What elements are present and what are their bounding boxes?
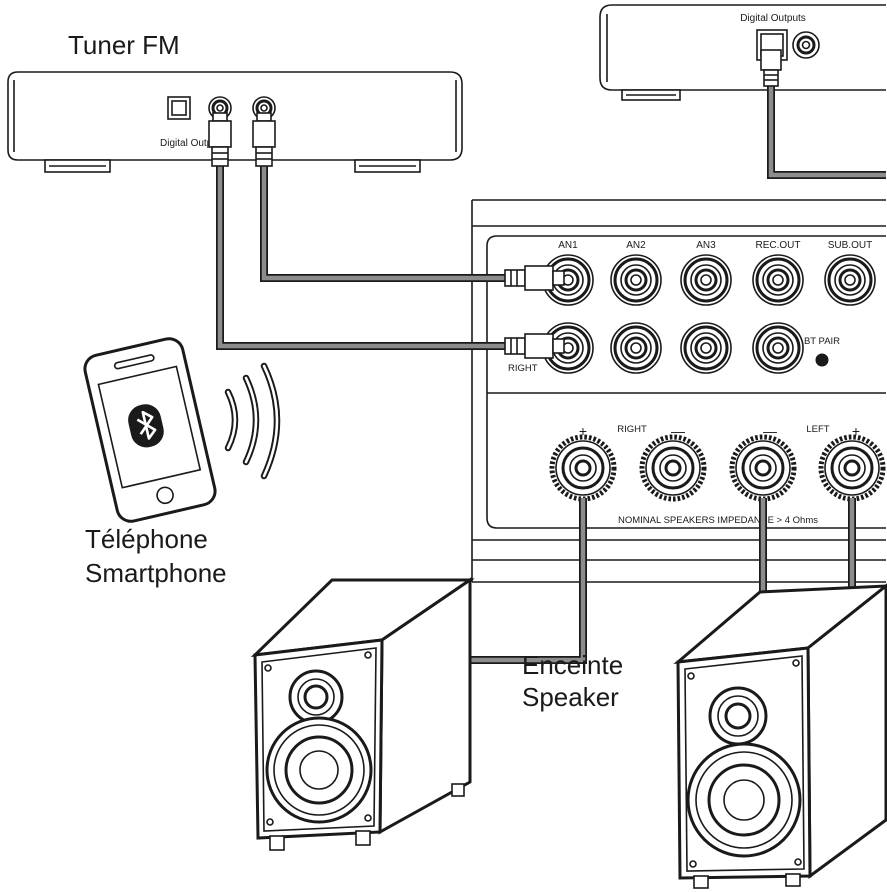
speaker-terminal-right-plus (549, 434, 617, 502)
source-digital-outputs-label: Digital Outputs (740, 13, 806, 24)
terminal-left-plus-label: + (852, 423, 860, 439)
terminal-right-label: RIGHT (617, 424, 647, 435)
impedance-note: NOMINAL SPEAKERS IMPEDANCE > 4 Ohms (618, 515, 818, 526)
input-label-an3: AN3 (696, 240, 716, 251)
rca-cable-right-to-right-input (216, 164, 507, 350)
rca-jack-rec-out-left (752, 254, 804, 306)
speaker-right (673, 583, 887, 889)
right-channel-label: RIGHT (508, 363, 538, 374)
tweeter (288, 669, 344, 725)
amplifier-rear-panel: AN1 AN2 AN3 REC.OUT SUB.OUT (471, 199, 886, 583)
amp-rca-plug-an1 (504, 265, 565, 291)
bluetooth-icon (128, 404, 164, 448)
tuner-optical-port (167, 96, 191, 120)
phone-home-button (156, 486, 174, 505)
phone-label-en: Smartphone (85, 558, 227, 588)
coax-port (792, 31, 820, 59)
speaker-terminal-right-minus (639, 434, 707, 502)
speaker-cable-right (468, 498, 587, 664)
input-label-rec-out: REC.OUT (756, 240, 801, 251)
speaker-label-fr: Enceinte (522, 650, 623, 680)
rca-cable-left-to-an1 (260, 164, 507, 282)
tuner-rca-plug-left (208, 112, 232, 167)
terminal-right-plus-label: + (579, 423, 587, 439)
digital-source-device: Digital Outputs (599, 4, 886, 101)
speaker-foot (785, 873, 801, 887)
speaker-terminal-left-plus (818, 434, 886, 502)
tuner-rca-plug-right (252, 112, 276, 167)
rca-jack-an3-right (680, 322, 732, 374)
tuner-digital-outputs-label: Digital Outputs (160, 138, 226, 149)
terminal-right-minus-label: — (671, 423, 685, 439)
smartphone (83, 337, 217, 523)
amp-rca-plug-right (504, 333, 565, 359)
bt-pair-label: BT PAIR (804, 336, 840, 347)
bt-pair-button (815, 353, 829, 367)
input-label-an1: AN1 (558, 240, 578, 251)
speaker-left (250, 577, 475, 851)
phone-label-fr: Téléphone (85, 524, 208, 554)
speaker-foot (451, 783, 465, 797)
tuner-device: Digital Outputs (7, 71, 463, 173)
optical-plug (760, 49, 782, 87)
tweeter (708, 686, 768, 746)
tuner-title: Tuner FM (68, 30, 180, 60)
speaker-foot (269, 835, 285, 851)
speaker-foot (355, 830, 371, 846)
rca-jack-an2-left (610, 254, 662, 306)
speaker-foot (693, 875, 709, 889)
rca-jack-an1-left (542, 254, 594, 306)
optical-cable (767, 84, 886, 179)
rca-jack-sub-out (824, 254, 876, 306)
terminal-left-label: LEFT (806, 424, 829, 435)
woofer (265, 716, 373, 824)
speaker-label-en: Speaker (522, 682, 619, 712)
input-label-sub-out: SUB.OUT (828, 240, 872, 251)
rca-jack-rec-out-right (752, 322, 804, 374)
woofer (686, 742, 802, 858)
speaker-terminal-left-minus (729, 434, 797, 502)
phone-speaker-slot (113, 354, 155, 370)
rca-jack-an3-left (680, 254, 732, 306)
rca-jack-an2-right (610, 322, 662, 374)
sound-waves-icon (224, 362, 281, 480)
input-label-an2: AN2 (626, 240, 646, 251)
